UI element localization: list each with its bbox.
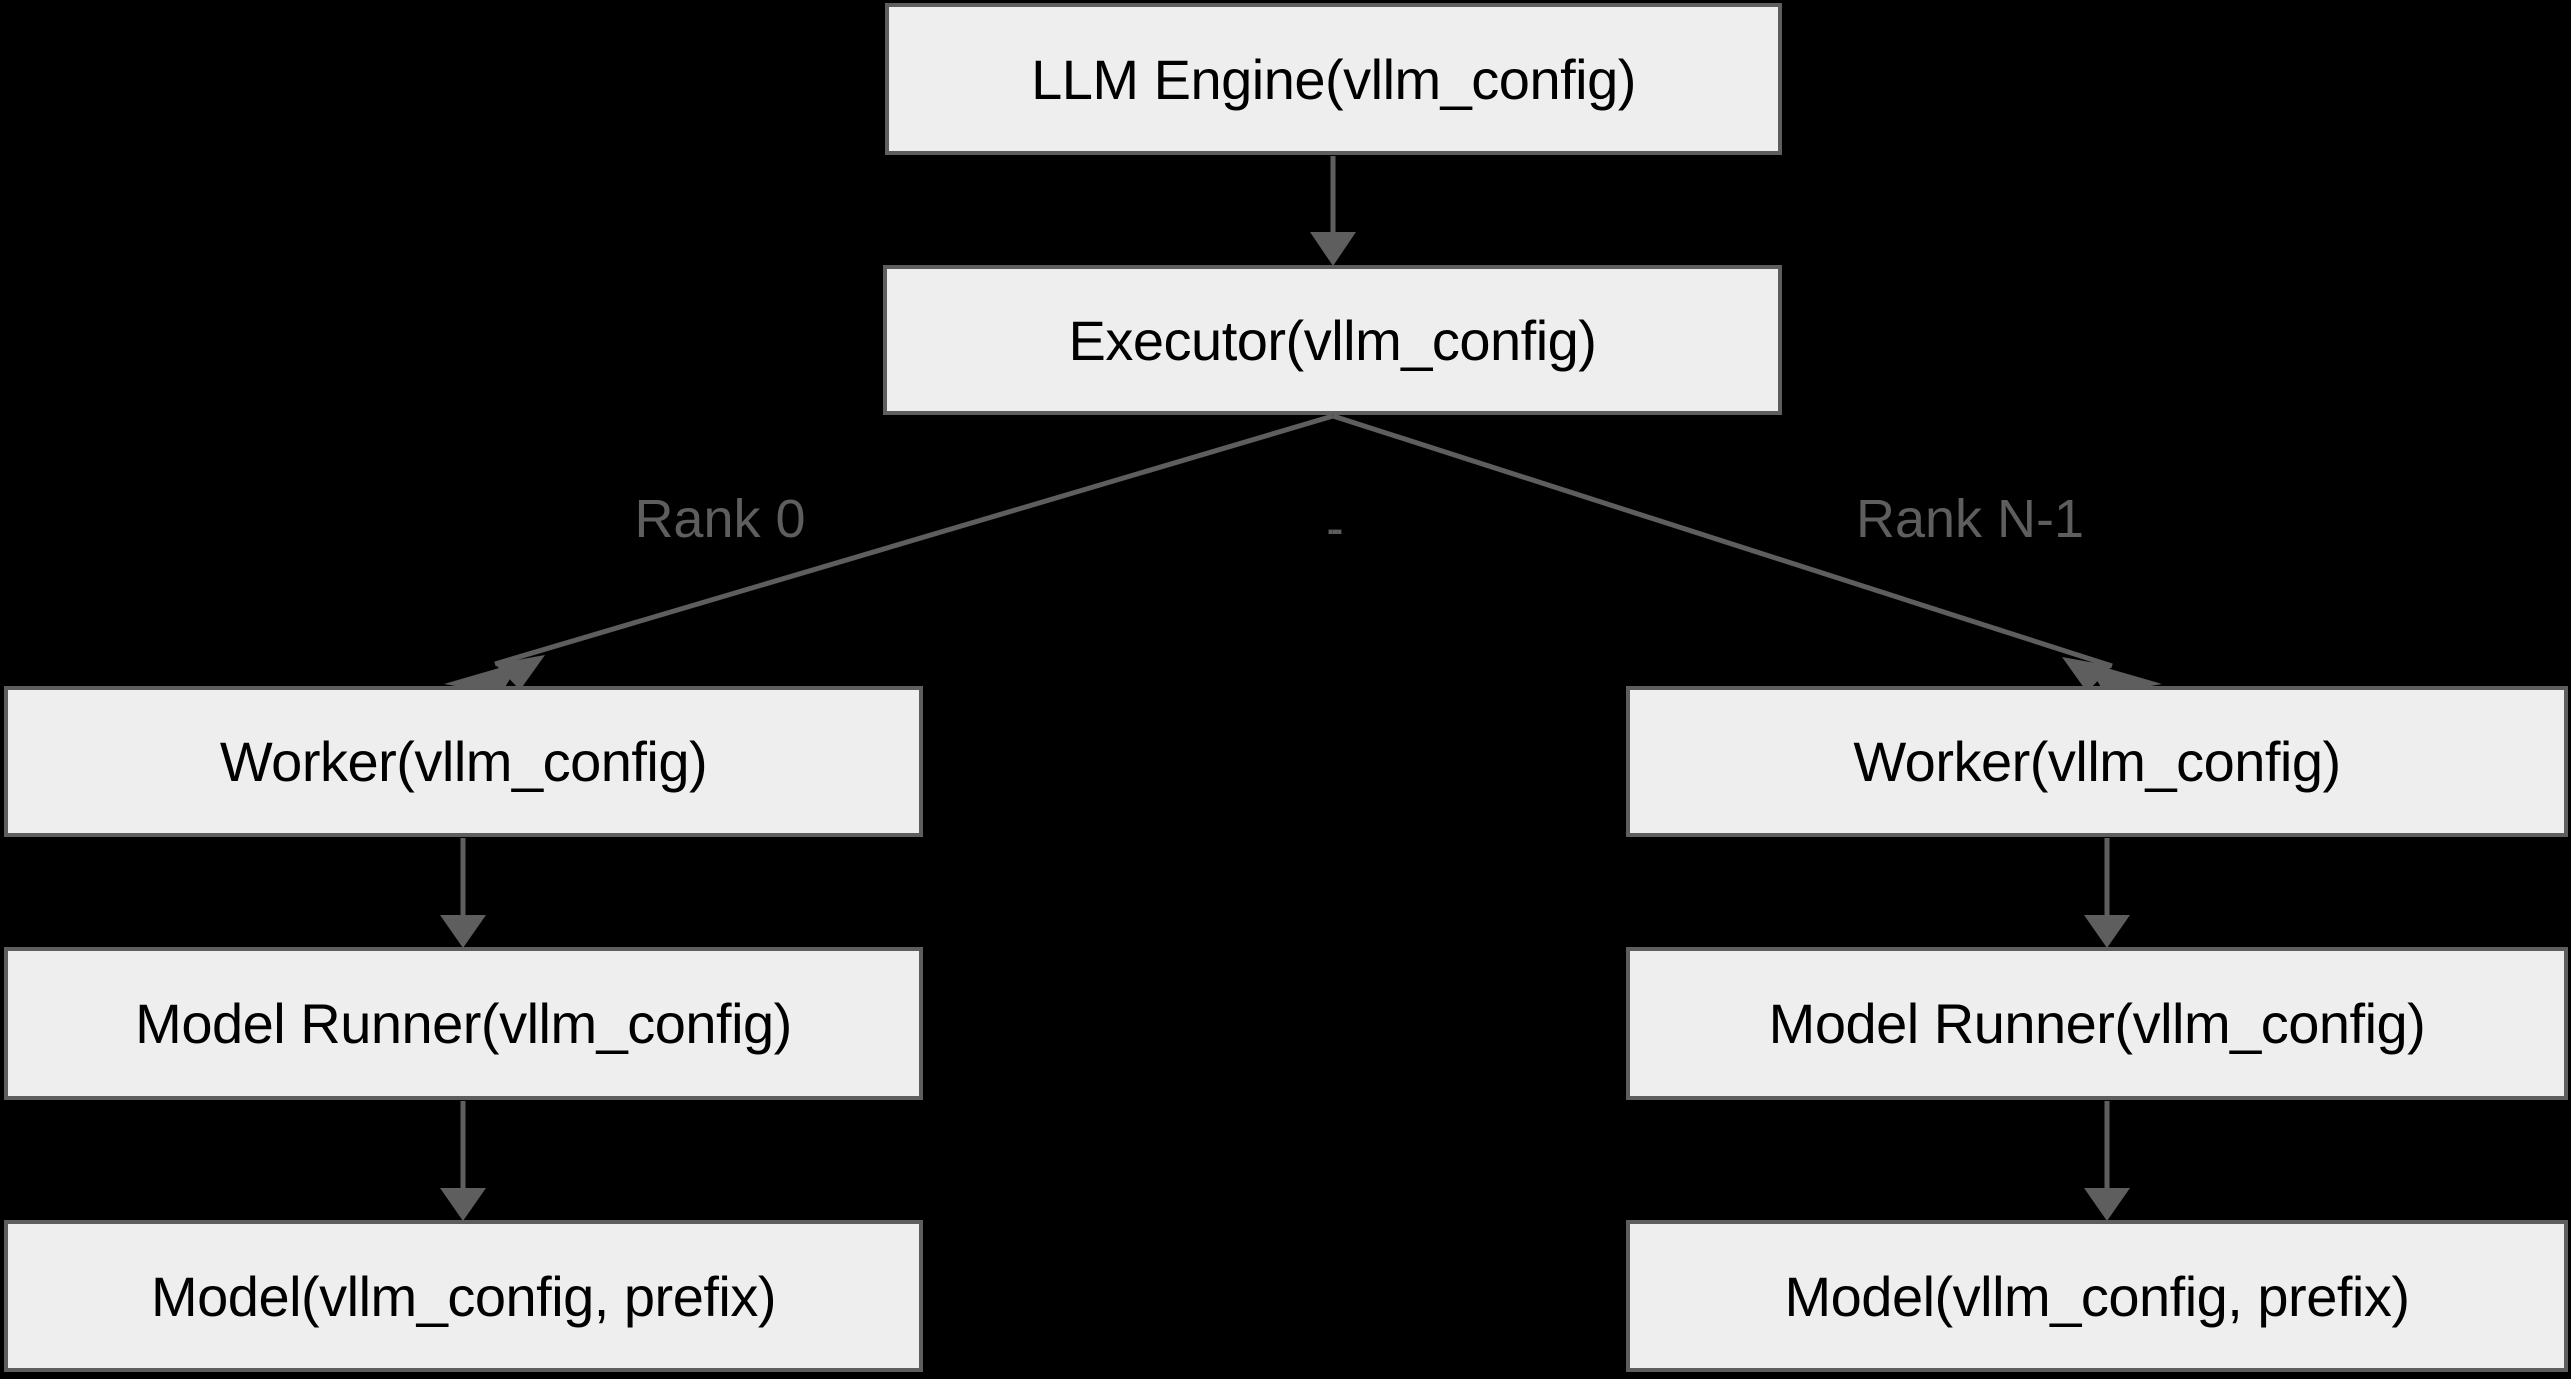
edge-label-rank-n-minus-1: Rank N-1 bbox=[1855, 489, 2085, 549]
edge-model-runner-rankn-to-model-rankn bbox=[2084, 1101, 2130, 1221]
edge-executor-to-worker-rank0 bbox=[444, 413, 1334, 694]
node-worker-rankn[interactable]: Worker(vllm_config) bbox=[1626, 686, 2568, 837]
node-worker-rank0[interactable]: Worker(vllm_config) bbox=[4, 686, 923, 837]
node-model-runner-rankn[interactable]: Model Runner(vllm_config) bbox=[1626, 947, 2568, 1100]
node-llm-engine[interactable]: LLM Engine(vllm_config) bbox=[885, 3, 1782, 155]
node-executor[interactable]: Executor(vllm_config) bbox=[883, 265, 1782, 415]
edge-executor-to-worker-rankn bbox=[1332, 413, 2162, 694]
node-model-runner-rank0[interactable]: Model Runner(vllm_config) bbox=[4, 947, 923, 1100]
edge-model-runner-rank0-to-model-rank0 bbox=[440, 1101, 486, 1221]
edge-worker-rankn-to-model-runner-rankn bbox=[2084, 838, 2130, 948]
edge-label-ellipsis: ... bbox=[1326, 508, 1343, 541]
edge-llm-engine-to-executor bbox=[1310, 156, 1356, 266]
edge-label-rank-0: Rank 0 bbox=[634, 489, 806, 549]
node-model-rankn[interactable]: Model(vllm_config, prefix) bbox=[1626, 1220, 2568, 1372]
edge-worker-rank0-to-model-runner-rank0 bbox=[440, 838, 486, 948]
node-model-rank0[interactable]: Model(vllm_config, prefix) bbox=[4, 1220, 923, 1372]
